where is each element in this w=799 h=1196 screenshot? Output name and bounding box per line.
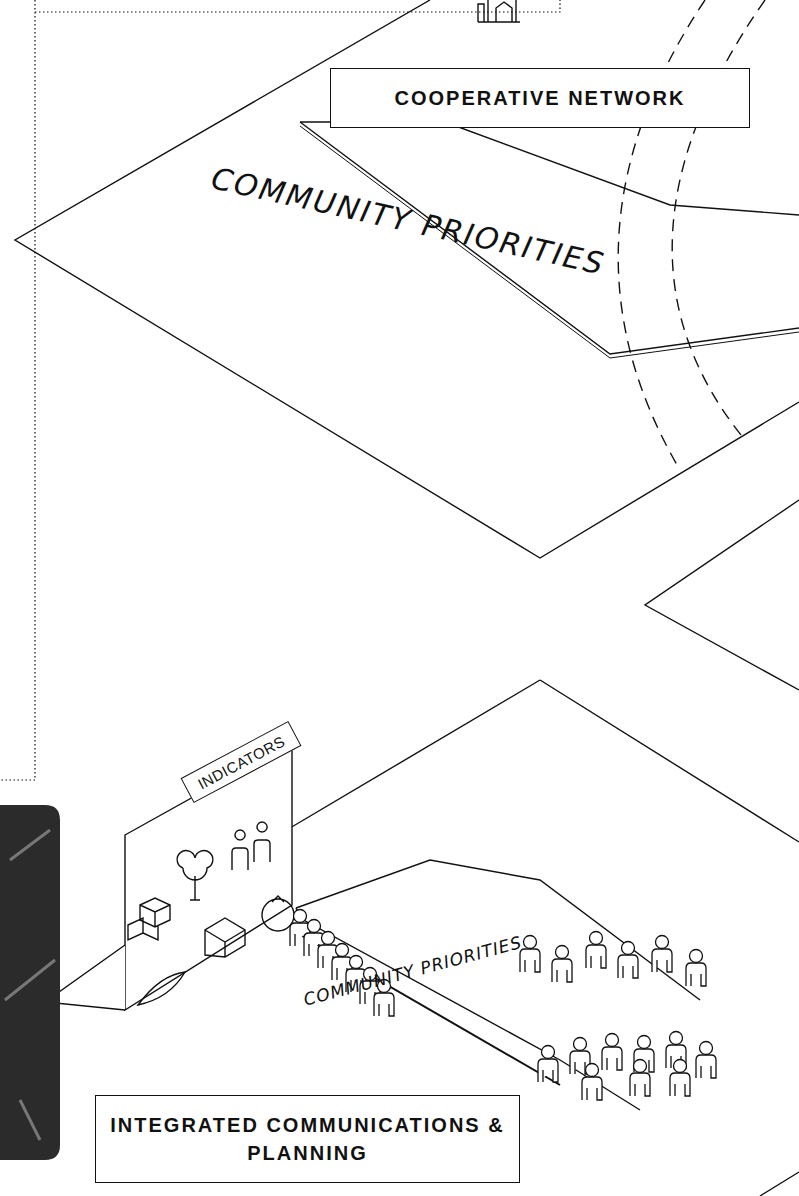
plane-label: COMMUNITY PRIORITIES xyxy=(208,160,608,281)
person-icon xyxy=(618,942,638,979)
section-title: INDICATORS xyxy=(194,730,289,794)
person-head xyxy=(524,936,537,949)
person-head xyxy=(294,910,307,923)
person-icon xyxy=(602,1034,622,1071)
photo-detail xyxy=(5,830,55,1140)
planning-plane xyxy=(760,1172,799,1196)
person-body xyxy=(670,1073,690,1096)
person-head xyxy=(590,932,603,945)
section-box: INTEGRATED COMMUNICATIONS & PLANNING xyxy=(95,1095,520,1183)
person-body xyxy=(686,963,706,986)
railing xyxy=(292,930,560,1085)
section-title: COOPERATIVE NETWORK xyxy=(395,84,686,112)
cubes-icon xyxy=(128,898,170,940)
planning-plane xyxy=(540,680,799,842)
photo xyxy=(0,805,60,1160)
person-body xyxy=(634,1049,654,1072)
person-head xyxy=(336,944,349,957)
indicator-banner: INDICATORS xyxy=(181,721,302,803)
signal-arc xyxy=(672,0,765,440)
person-head xyxy=(638,1036,651,1049)
person-head xyxy=(350,956,363,969)
person-icon xyxy=(670,1060,690,1097)
priorities-band xyxy=(296,908,640,1110)
building-icon xyxy=(478,0,520,22)
network-plane xyxy=(15,0,799,558)
people-icon xyxy=(232,822,270,870)
person-head xyxy=(542,1046,555,1059)
person-icon xyxy=(520,936,540,973)
leaf-icon xyxy=(138,972,185,1005)
person-head xyxy=(586,1064,599,1077)
dotted-frame xyxy=(0,0,35,780)
people-group xyxy=(290,910,716,1101)
person-body xyxy=(520,949,540,972)
person-body xyxy=(630,1073,650,1096)
dotted-frame xyxy=(35,0,560,12)
house-icon xyxy=(205,918,245,957)
person-icon xyxy=(696,1042,716,1079)
person-head xyxy=(700,1042,713,1055)
person-icon xyxy=(538,1046,558,1083)
person-body xyxy=(582,1077,602,1100)
tomato-icon xyxy=(262,896,294,931)
person-icon xyxy=(686,950,706,987)
person-head xyxy=(690,950,703,963)
person-body xyxy=(552,959,572,982)
person-body xyxy=(586,945,606,968)
person-head xyxy=(670,1032,683,1045)
section-box: COOPERATIVE NETWORK xyxy=(330,68,750,128)
middle-plane xyxy=(645,500,799,690)
person-head xyxy=(634,1060,647,1073)
person-head xyxy=(322,932,335,945)
person-head xyxy=(674,1060,687,1073)
person-head xyxy=(622,942,635,955)
tree-icon xyxy=(177,851,213,900)
person-body xyxy=(374,993,394,1016)
person-body xyxy=(652,949,672,972)
person-icon xyxy=(582,1064,602,1101)
person-head xyxy=(308,920,321,933)
person-icon xyxy=(552,946,572,983)
planning-plane xyxy=(290,680,540,828)
person-body xyxy=(696,1055,716,1078)
person-icon xyxy=(586,932,606,969)
person-icon xyxy=(652,936,672,973)
person-head xyxy=(656,936,669,949)
person-icon xyxy=(630,1060,650,1097)
plane-label: COMMUNITY PRIORITIES xyxy=(301,932,524,1010)
person-icon xyxy=(634,1036,654,1073)
person-head xyxy=(556,946,569,959)
person-body xyxy=(602,1047,622,1070)
person-head xyxy=(606,1034,619,1047)
section-title: INTEGRATED COMMUNICATIONS & PLANNING xyxy=(96,1111,519,1167)
person-body xyxy=(538,1059,558,1082)
person-head xyxy=(574,1038,587,1051)
person-body xyxy=(618,955,638,978)
